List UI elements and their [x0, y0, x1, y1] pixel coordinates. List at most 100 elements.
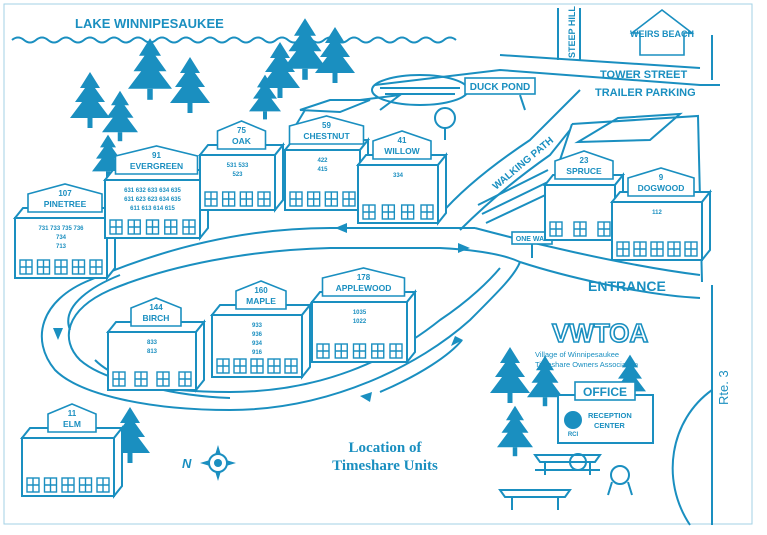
unit-numbers: 916 — [252, 350, 263, 356]
building-number: 91 — [152, 151, 161, 160]
building-name: SPRUCE — [566, 166, 602, 176]
building-sign — [554, 150, 614, 180]
building-name: OAK — [232, 136, 252, 146]
unit-numbers: 611 613 614 615 — [130, 206, 175, 212]
tower-street-label: TOWER STREET — [600, 69, 687, 81]
building-sign — [47, 403, 97, 433]
building-name: WILLOW — [384, 146, 420, 156]
tree-icon — [170, 57, 210, 113]
lake-label: LAKE WINNIPESAUKEE — [75, 16, 224, 31]
unit-numbers: 731 733 735 736 — [38, 226, 84, 232]
unit-numbers: 112 — [652, 210, 662, 216]
tree-icon — [249, 74, 281, 120]
building-number: 41 — [398, 136, 407, 145]
entrance-label: ENTRANCE — [588, 278, 666, 294]
walking-path-edge-1 — [439, 89, 581, 216]
map-border — [3, 3, 753, 525]
weirs-beach-arrow — [629, 8, 695, 56]
office-sign — [574, 381, 636, 401]
tree-icon — [497, 405, 533, 457]
tree-icon — [102, 90, 138, 142]
tree-icon — [490, 347, 530, 403]
building-sign — [627, 167, 695, 197]
tree-icon — [70, 72, 110, 128]
picnic-tables — [498, 454, 602, 510]
building-sign — [114, 145, 199, 175]
lake-shore-waves — [11, 36, 457, 44]
building-number: 178 — [357, 273, 371, 282]
building-sign — [372, 130, 432, 160]
building-sign — [216, 120, 267, 150]
grill-legs — [607, 481, 633, 496]
unit-numbers: 936 — [252, 332, 263, 338]
office-building — [557, 394, 654, 444]
location-title-line1: Location of — [349, 440, 423, 456]
tree-icon — [527, 355, 563, 407]
unit-numbers: 833 — [147, 340, 158, 346]
building-number: 9 — [659, 173, 664, 182]
unit-numbers: 1022 — [353, 319, 367, 325]
unit-numbers: 713 — [56, 244, 67, 250]
route-3-label: Rte. 3 — [716, 370, 731, 405]
compass-north-label: N — [182, 456, 192, 471]
building-number: 160 — [254, 286, 268, 295]
unit-numbers: 523 — [232, 172, 243, 178]
tree-icon — [283, 18, 327, 80]
tree-icon — [260, 42, 300, 98]
building-sign — [235, 280, 287, 310]
building-number: 75 — [237, 126, 246, 135]
office-label: OFFICE — [583, 385, 627, 399]
duck-pond-sign — [464, 77, 536, 95]
grill-icon — [569, 453, 587, 471]
unit-numbers: 813 — [147, 349, 158, 355]
building-number: 23 — [580, 156, 589, 165]
building-sign — [27, 183, 103, 213]
vwtoa-logo: VWTOA — [552, 318, 649, 348]
unit-numbers: 631 632 633 634 635 — [124, 188, 181, 194]
building-name: ELM — [63, 419, 81, 429]
building-sign — [321, 267, 406, 297]
building-number: 59 — [322, 121, 331, 130]
building-number: 11 — [68, 409, 77, 418]
steep-hill-label: STEEP HILL — [567, 6, 577, 58]
pond-ripples — [380, 87, 460, 95]
unit-numbers: 934 — [252, 341, 263, 347]
courts — [295, 93, 404, 126]
entrance-road — [474, 227, 701, 299]
unit-numbers: 631 623 623 634 635 — [124, 197, 181, 203]
basketball-hoop-icon — [434, 107, 456, 129]
unit-numbers: 1035 — [353, 310, 367, 316]
compass-rose-icon — [200, 445, 236, 481]
unit-numbers: 415 — [317, 167, 328, 173]
grill-icon-2 — [610, 465, 630, 485]
building-number: 107 — [58, 189, 72, 198]
unit-numbers: 531 533 — [227, 163, 249, 169]
rci-label: RCI — [568, 432, 579, 438]
unit-numbers: 422 — [317, 158, 328, 164]
loop-road-outer — [40, 227, 521, 412]
unit-numbers: 334 — [393, 173, 404, 179]
duck-pond-label: DUCK POND — [470, 82, 531, 93]
logo-line2: Timeshare Owners Association — [535, 360, 638, 369]
building-name: PINETREE — [44, 199, 87, 209]
weirs-beach-label: WEIRS BEACH — [630, 29, 694, 39]
building-name: CHESTNUT — [303, 131, 350, 141]
steep-hill-road — [557, 8, 581, 60]
building-name: APPLEWOOD — [336, 283, 392, 293]
building-name: EVERGREEN — [130, 161, 183, 171]
unit-numbers: 933 — [252, 323, 263, 329]
